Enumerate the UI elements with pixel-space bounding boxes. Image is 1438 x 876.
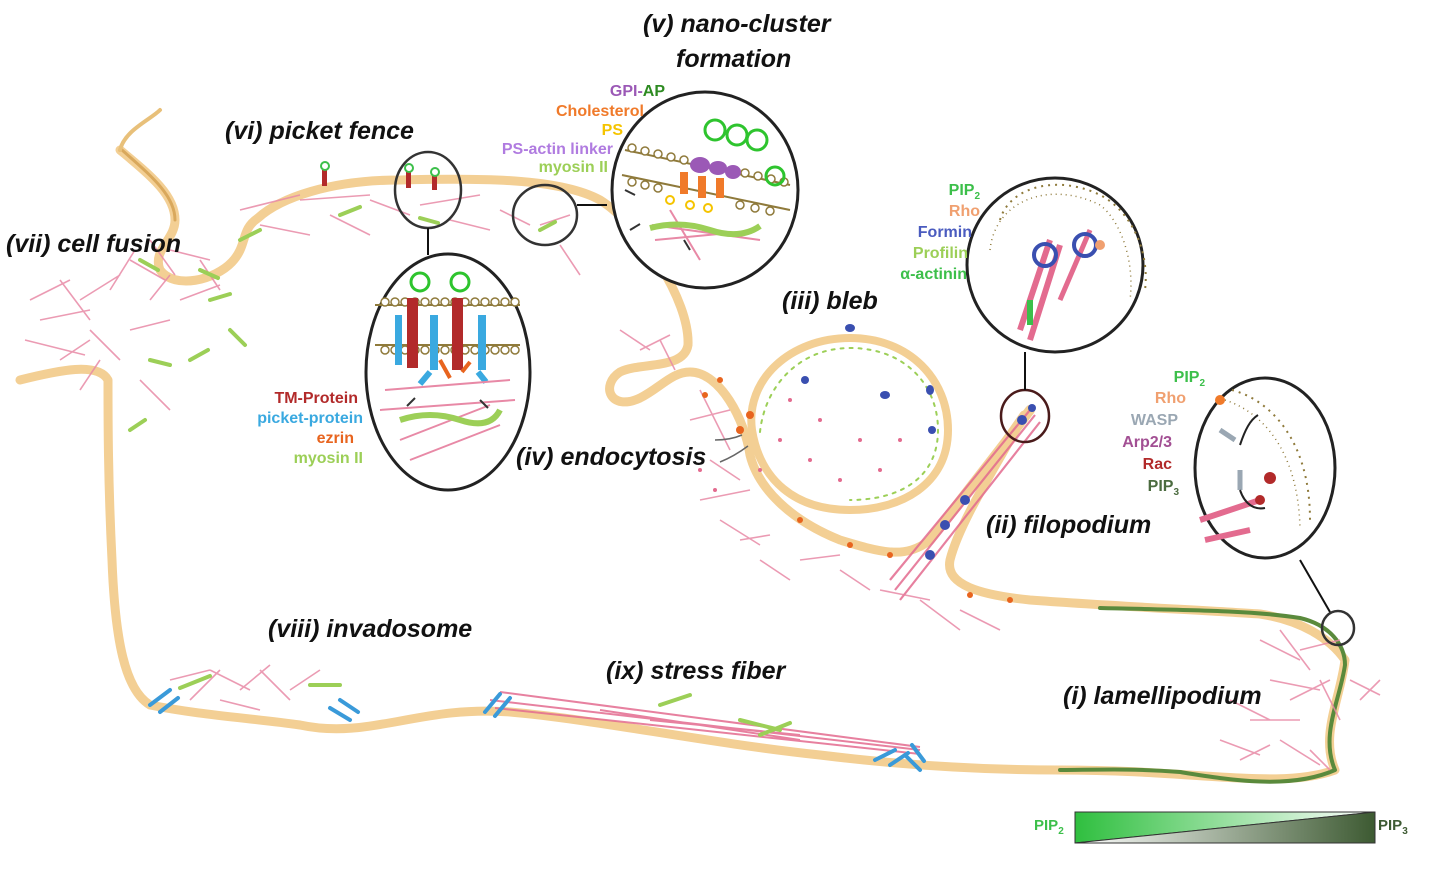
title-lamellipodium: (i) lamellipodium xyxy=(1063,682,1262,710)
legend-lam-arp: Arp2/3 xyxy=(1122,434,1172,451)
title-bleb: (iii) bleb xyxy=(782,287,878,315)
picket-fence-callout xyxy=(393,150,463,230)
endocytosis-arrows xyxy=(714,434,749,463)
title-picket-fence: (vi) picket fence xyxy=(225,117,414,145)
connectors xyxy=(427,204,1331,613)
pip-gradient-bar xyxy=(1074,811,1376,844)
legend-ezrin: ezrin xyxy=(316,430,354,447)
bleb-outline xyxy=(747,334,952,514)
gradient-label-pip2: PIP2 xyxy=(1034,817,1064,837)
legend-fil-actinin: α-actinin xyxy=(900,266,967,283)
legend-lam-wasp: WASP xyxy=(1130,412,1178,429)
legend-lam-pip2: PIP2 xyxy=(1173,369,1205,390)
title-stress-fiber: (ix) stress fiber xyxy=(606,657,786,685)
legend-lam-pip3: PIP3 xyxy=(1147,478,1179,499)
legend-cholesterol: Cholesterol xyxy=(555,103,644,120)
legend-ap: AP xyxy=(642,83,665,100)
actin-network xyxy=(24,194,1381,771)
legend-lam-rac: Rac xyxy=(1142,456,1172,473)
adhesion-anchors xyxy=(148,688,926,772)
fusion-tail xyxy=(118,108,162,152)
lamellipodium-zoom xyxy=(1193,376,1337,560)
legend-fil-formin: Formin xyxy=(917,224,972,241)
legend-gpi-ap: GPI-AP xyxy=(495,82,665,102)
legend-fil-profilin: Profilin xyxy=(912,245,968,262)
gradient-label-pip3: PIP3 xyxy=(1378,817,1408,837)
picket-proteins-small xyxy=(320,161,440,190)
lamellipodium-callout xyxy=(1320,609,1356,647)
title-endocytosis: (iv) endocytosis xyxy=(516,443,707,471)
filopodium-zoom xyxy=(965,176,1147,354)
membrane-outline-fusion xyxy=(120,148,177,222)
title-cell-fusion: (vii) cell fusion xyxy=(6,230,182,258)
callout-markers xyxy=(393,150,1356,647)
lamellipodium-edge xyxy=(1058,606,1347,784)
legend-fil-pip2: PIP2 xyxy=(948,182,980,203)
title-filopodium: (ii) filopodium xyxy=(986,511,1152,539)
legend-lam-rho: Rho xyxy=(1154,390,1186,407)
myosin-clusters xyxy=(128,205,792,737)
picket-fence-zoom xyxy=(364,252,532,492)
bleb-inner-dots xyxy=(759,347,939,501)
legend-gpi: GPI- xyxy=(609,83,643,100)
nano-cluster-callout xyxy=(511,183,579,247)
nano-cluster-zoom xyxy=(610,90,800,290)
title-invadosome: (viii) invadosome xyxy=(268,615,473,643)
membrane-outline xyxy=(15,145,1350,784)
legend-picket-protein: picket-protein xyxy=(257,410,363,427)
legend-ps: PS xyxy=(601,122,623,139)
legend-ps-actin-linker: PS-actin linker xyxy=(501,141,613,158)
title-nano-cluster: (v) nano-cluster xyxy=(643,10,831,38)
title-nano-cluster-formation: formation xyxy=(676,45,792,73)
markers xyxy=(698,324,1212,603)
legend-myosin-nano: myosin II xyxy=(538,159,608,176)
legend-tm-protein: TM-Protein xyxy=(274,390,358,407)
legend-myosin-picket: myosin II xyxy=(293,450,363,467)
legend-fil-rho: Rho xyxy=(948,203,980,220)
